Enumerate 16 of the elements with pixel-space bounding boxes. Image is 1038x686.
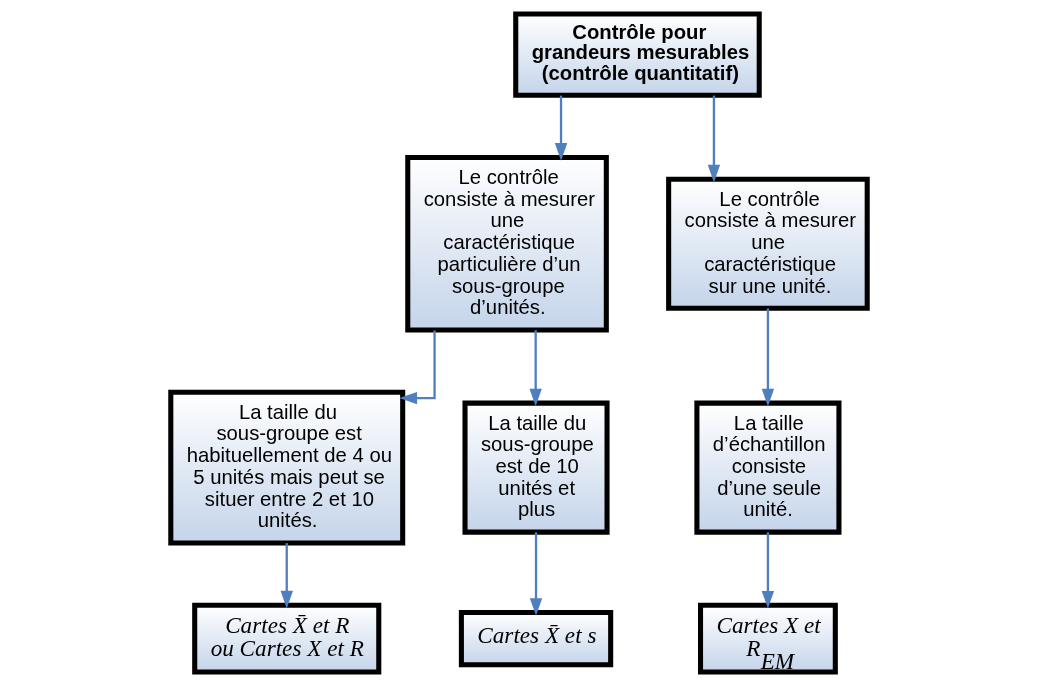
arrow <box>554 95 568 161</box>
arrow <box>529 532 543 616</box>
arrow <box>761 308 775 407</box>
node-box: Le contrôle consiste à mesurer une caractéristique particulière d’un sous-groupe d’unités. <box>405 154 609 333</box>
node-box: Contrôle pour grandeurs mesurables (contrôle quantitatif) <box>513 11 762 98</box>
arrow <box>280 543 293 609</box>
arrow <box>707 95 721 183</box>
arrow <box>529 330 542 407</box>
node-box: Cartes X̄ et s <box>458 610 614 668</box>
arrow <box>761 532 775 609</box>
node-box: La taille du sous-groupe est habituellement de 4 ou 5 unités mais peut se situer entre 2 et 10 unités. <box>168 389 406 546</box>
node-box: Le contrôle consiste à mesurer une caractéristique sur une unité. <box>666 176 870 311</box>
arrow <box>399 330 436 405</box>
node-box: La taille du sous-groupe est de 10 unités et plus <box>462 400 610 535</box>
node-box: La taille d’échantillon consiste d’une seule unité. <box>694 400 842 535</box>
node-box: Cartes X̄ et R ou Cartes X et R <box>192 602 382 675</box>
